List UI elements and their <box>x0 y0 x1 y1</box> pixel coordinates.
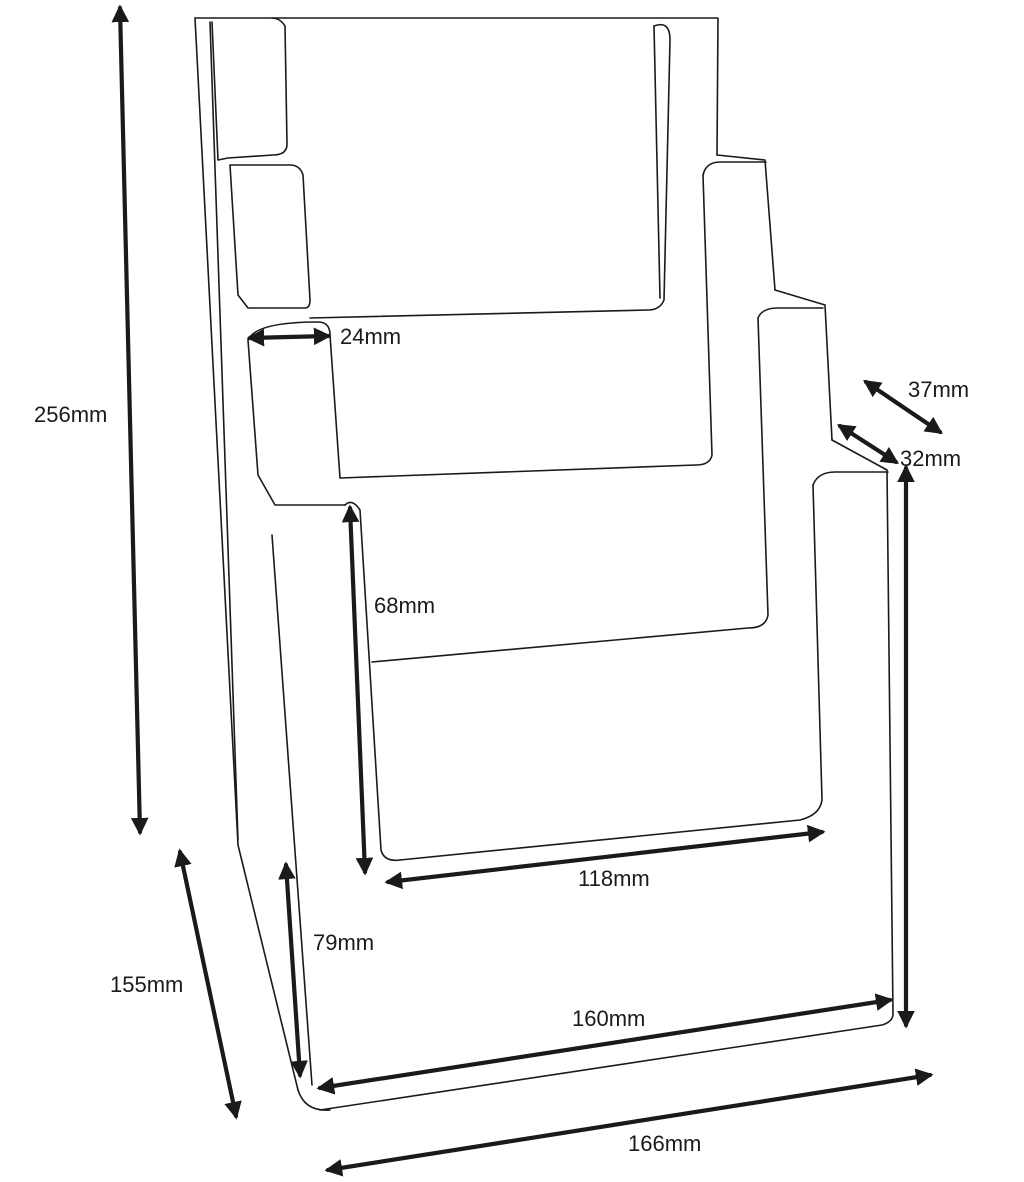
left-outer-edge <box>194 17 299 1091</box>
label-pocket-depth: 24mm <box>340 324 401 349</box>
back-panel <box>194 17 719 156</box>
arrow-base-depth <box>174 848 242 1120</box>
label-overall-height: 256mm <box>34 402 107 427</box>
label-pocket-height: 68mm <box>374 593 435 618</box>
label-base-depth: 155mm <box>110 972 183 997</box>
arrow-front-height <box>278 861 308 1079</box>
arrow-overall-width <box>324 1068 934 1177</box>
tier-2-pocket <box>716 154 776 291</box>
arrow-pocket-depth <box>246 327 332 347</box>
arrow-pocket-height <box>341 504 374 876</box>
label-inner-width: 118mm <box>578 866 650 891</box>
arrow-top-depth <box>863 379 943 435</box>
arrow-inner-width <box>384 824 826 890</box>
label-front-height: 79mm <box>313 930 374 955</box>
arrow-step-depth <box>837 423 899 465</box>
tier-1-pocket <box>211 17 288 161</box>
dimension-labels: 256mm 24mm 37mm 32mm 68mm 79mm 155mm 118… <box>34 324 969 1156</box>
arrow-overall-height <box>111 4 149 836</box>
holder-outline <box>194 17 894 1111</box>
label-top-depth: 37mm <box>908 377 969 402</box>
dimension-arrows <box>111 4 943 1177</box>
tier-3-pocket <box>774 289 833 441</box>
label-overall-width: 166mm <box>628 1131 701 1156</box>
label-front-width: 160mm <box>572 1006 645 1031</box>
label-step-depth: 32mm <box>900 446 961 471</box>
